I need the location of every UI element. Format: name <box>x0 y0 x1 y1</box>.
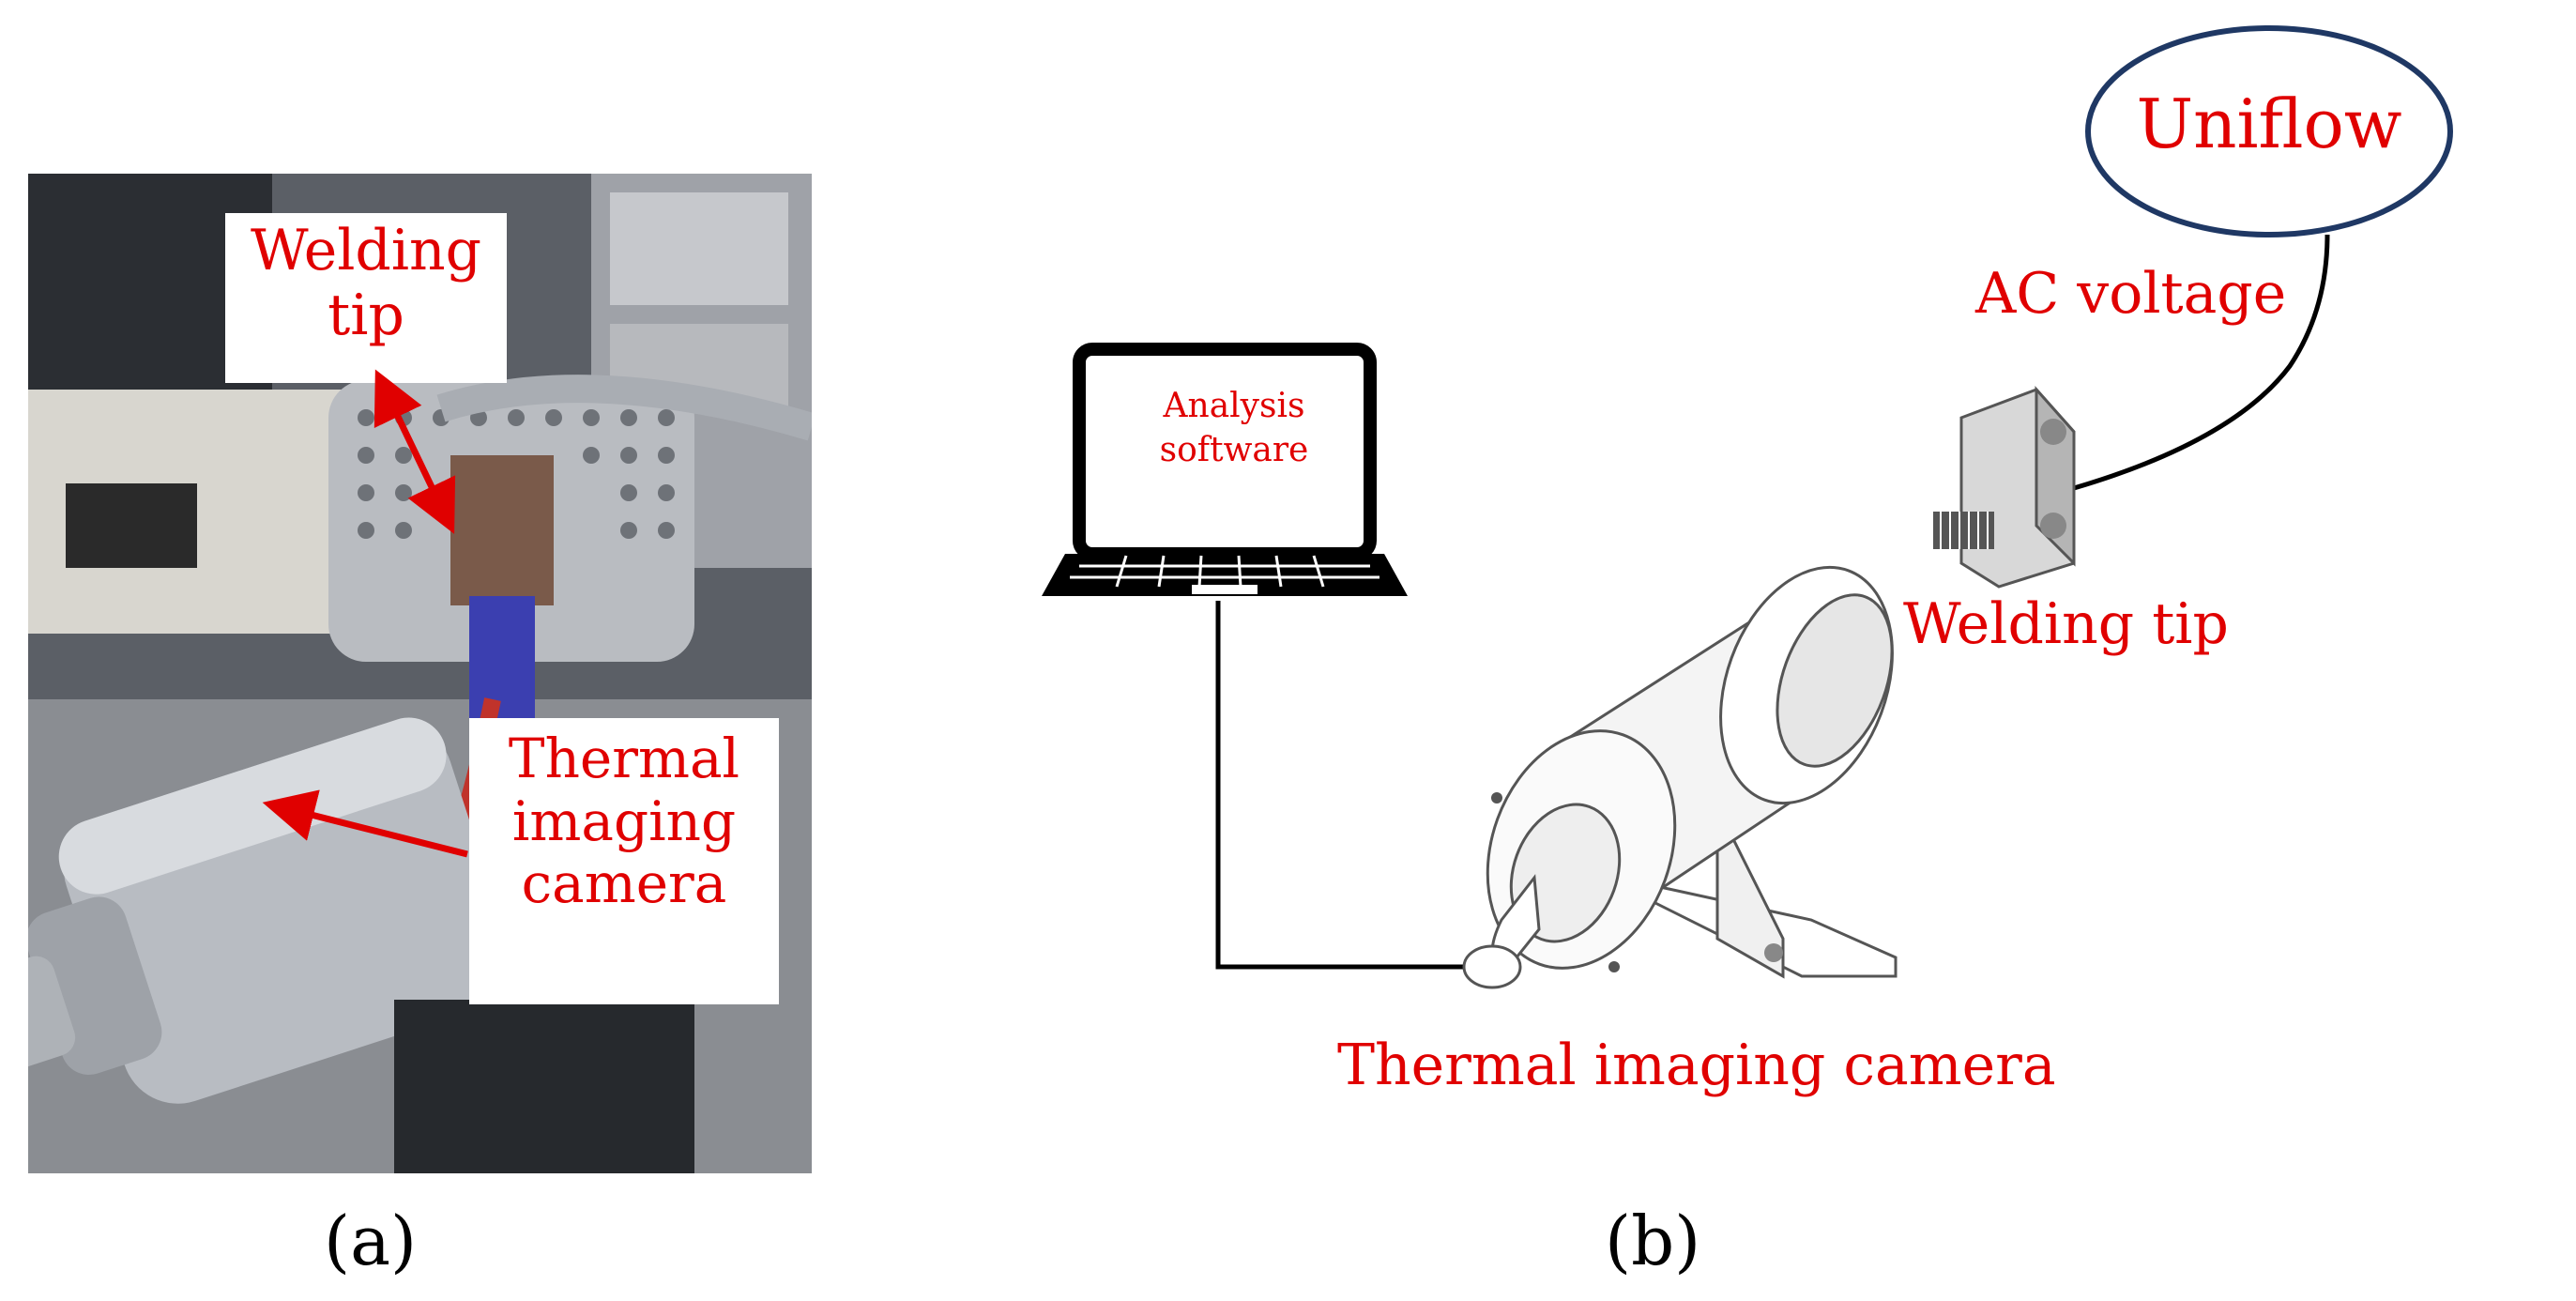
laptop-screen-text: Analysis software <box>1107 385 1361 473</box>
thermal-camera-label-line3: camera <box>521 851 727 916</box>
ac-voltage-label: AC voltage <box>1975 261 2287 327</box>
caption-a: (a) <box>324 1202 418 1280</box>
laptop-screen-line1: Analysis <box>1163 387 1305 425</box>
uniflow-label: Uniflow <box>2136 84 2402 163</box>
welding-tip-label: Welding tip <box>1903 591 2229 657</box>
thermal-camera-label-box: Thermal imaging camera <box>469 718 779 1004</box>
laptop-screen-line2: software <box>1159 430 1309 469</box>
panel-a-arrows <box>262 369 468 858</box>
welding-tip-label-box: Welding tip <box>225 213 507 383</box>
welding-tip-label-line1: Welding <box>250 218 482 283</box>
thermal-camera-drawing <box>1462 565 1898 989</box>
thermal-camera-label: Thermal imaging camera <box>1337 1033 2056 1098</box>
welding-tip-label-line2: tip <box>328 283 404 348</box>
welding-tip-drawing <box>1933 386 2076 589</box>
caption-b: (b) <box>1605 1202 1701 1280</box>
data-cable <box>1215 601 1481 970</box>
welding-tip-arrow <box>373 369 456 534</box>
thermal-camera-label-line1: Thermal <box>508 727 740 790</box>
photo-panel-a: Welding tip Thermal imaging camera <box>28 174 812 1173</box>
thermal-camera-label-line2: imaging <box>511 788 737 853</box>
thermal-camera-arrow <box>262 789 468 858</box>
